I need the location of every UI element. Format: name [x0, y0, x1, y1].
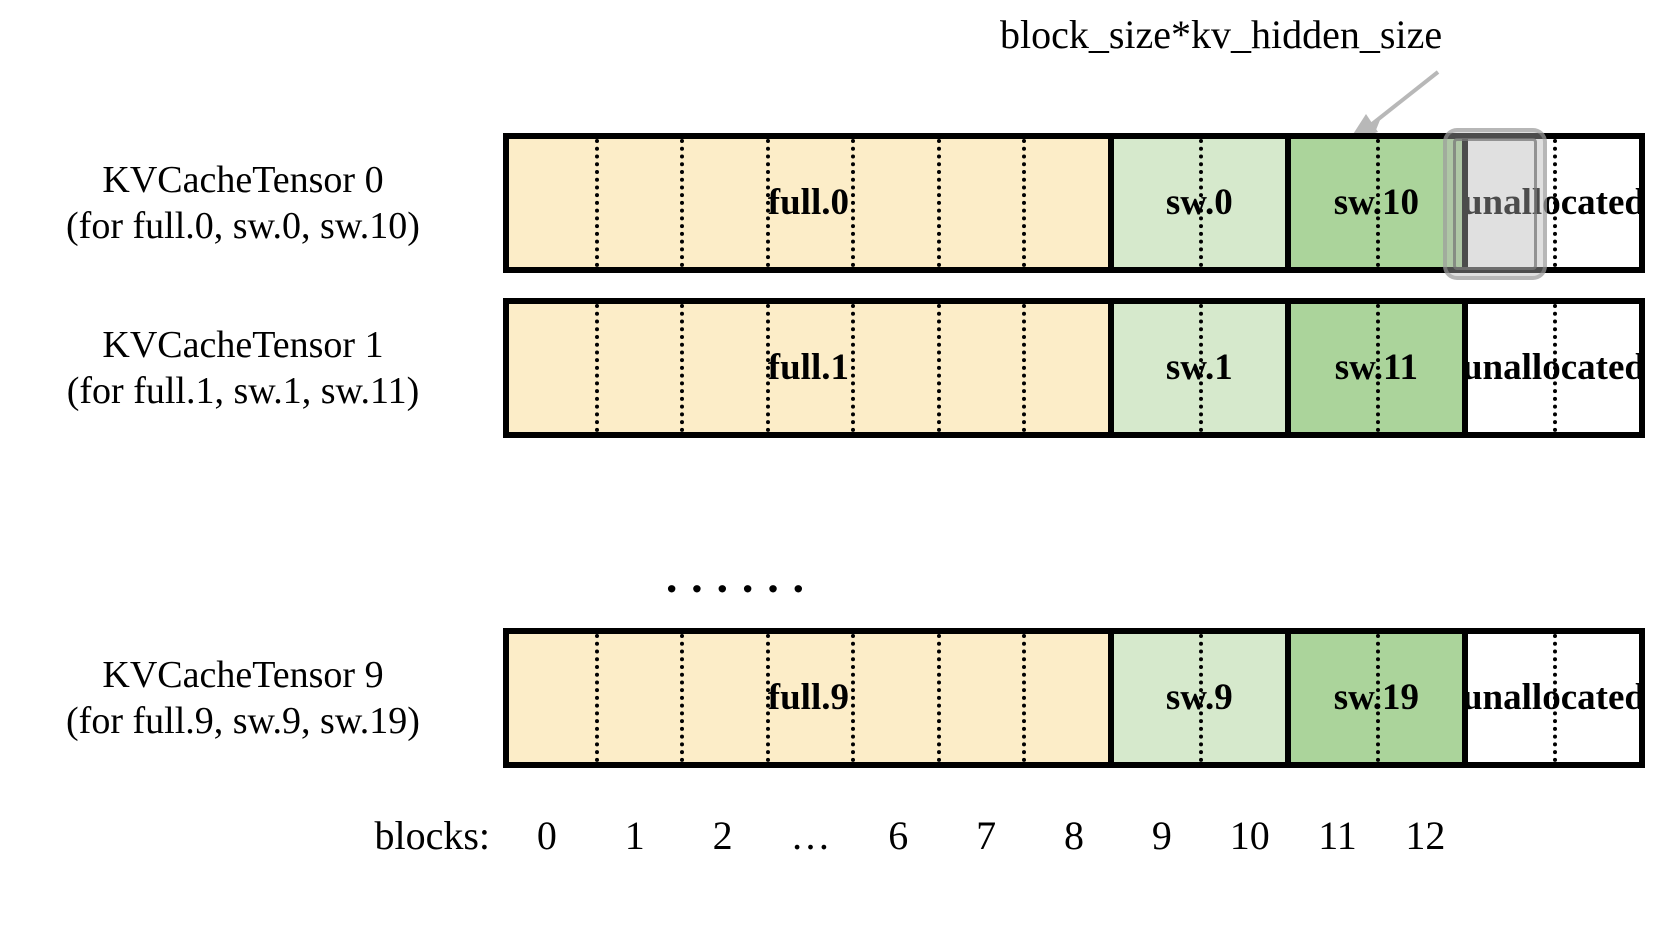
block-divider	[851, 304, 856, 432]
block-divider	[594, 304, 599, 432]
block-divider	[680, 139, 685, 267]
tensor-segment-label: sw.11	[1334, 347, 1419, 389]
tensor-segment[interactable]: full.0	[509, 139, 1108, 267]
tensor-row-title: KVCacheTensor 0	[102, 158, 384, 201]
blocks-axis-tick: 2	[712, 813, 733, 858]
block-divider	[1376, 304, 1381, 432]
kv-cache-tensor-bar: full.1 sw.1 sw.11 unallocated	[503, 298, 1645, 438]
tensor-segment-label: unallocated	[1461, 677, 1639, 719]
tensor-row-label: KVCacheTensor 0(for full.0, sw.0, sw.10)	[0, 133, 486, 273]
block-divider	[680, 304, 685, 432]
blocks-axis-tick: 11	[1318, 813, 1357, 858]
tensor-segment-label: sw.19	[1333, 677, 1420, 719]
block-divider	[1376, 139, 1381, 267]
blocks-axis-title: blocks:	[374, 813, 490, 858]
block-divider	[1199, 304, 1204, 432]
tensor-segment[interactable]: sw.11	[1284, 304, 1462, 432]
block-divider	[1022, 139, 1027, 267]
rows-ellipsis: ······	[663, 563, 817, 614]
blocks-axis-tick: 6	[888, 813, 909, 858]
tensor-segment-label: unallocated	[1461, 347, 1639, 389]
block-divider	[1553, 634, 1558, 762]
tensor-segment[interactable]: unallocated	[1461, 304, 1639, 432]
tensor-row: KVCacheTensor 9(for full.9, sw.9, sw.19)…	[0, 628, 1676, 768]
block-divider	[1199, 139, 1204, 267]
tensor-segment[interactable]: sw.1	[1107, 304, 1285, 432]
block-divider	[1199, 634, 1204, 762]
blocks-axis-tick: 1	[624, 813, 645, 858]
tensor-row-label: KVCacheTensor 9(for full.9, sw.9, sw.19)	[0, 628, 486, 768]
tensor-segment[interactable]: sw.10	[1284, 139, 1462, 267]
tensor-segment[interactable]: full.1	[509, 304, 1108, 432]
blocks-axis-tick: 0	[536, 813, 557, 858]
blocks-axis-tick: …	[790, 813, 831, 858]
tensor-segment-label: full.1	[767, 347, 849, 389]
tensor-row-title: KVCacheTensor 9	[102, 653, 384, 696]
block-divider	[851, 634, 856, 762]
blocks-axis-tick: 10	[1229, 813, 1270, 858]
blocks-axis-tick: 12	[1405, 813, 1446, 858]
tensor-row-label: KVCacheTensor 1(for full.1, sw.1, sw.11)	[0, 298, 486, 438]
tensor-segment-label: full.9	[767, 677, 849, 719]
tensor-segment-label: sw.9	[1165, 677, 1233, 719]
block-divider	[1376, 634, 1381, 762]
tensor-row-title: KVCacheTensor 1	[102, 323, 384, 366]
block-divider	[936, 304, 941, 432]
tensor-row: KVCacheTensor 0(for full.0, sw.0, sw.10)…	[0, 133, 1676, 273]
tensor-row-subtitle: (for full.0, sw.0, sw.10)	[66, 205, 420, 247]
tensor-segment-label: sw.10	[1333, 182, 1420, 224]
annotation-label: block_size*kv_hidden_size	[1000, 12, 1443, 57]
block-divider	[1553, 139, 1558, 267]
block-divider	[851, 139, 856, 267]
kv-cache-tensor-bar: full.9 sw.9 sw.19 unallocated	[503, 628, 1645, 768]
tensor-segment-label: sw.0	[1165, 182, 1233, 224]
tensor-row: KVCacheTensor 1(for full.1, sw.1, sw.11)…	[0, 298, 1676, 438]
block-divider	[936, 139, 941, 267]
tensor-segment-label: sw.1	[1165, 347, 1233, 389]
block-divider	[765, 139, 770, 267]
block-divider	[594, 139, 599, 267]
tensor-row-subtitle: (for full.9, sw.9, sw.19)	[66, 700, 420, 742]
kv-cache-tensor-bar: full.0 sw.0 sw.10 unallocated	[503, 133, 1645, 273]
block-divider	[765, 634, 770, 762]
tensor-segment[interactable]: full.9	[509, 634, 1108, 762]
block-divider	[936, 634, 941, 762]
block-divider	[594, 634, 599, 762]
block-divider	[680, 634, 685, 762]
block-divider	[765, 304, 770, 432]
tensor-segment[interactable]: sw.19	[1284, 634, 1462, 762]
tensor-row-subtitle: (for full.1, sw.1, sw.11)	[66, 370, 420, 412]
tensor-segment[interactable]: sw.0	[1107, 139, 1285, 267]
tensor-segment[interactable]: unallocated	[1461, 139, 1639, 267]
block-divider	[1022, 634, 1027, 762]
tensor-segment[interactable]: unallocated	[1461, 634, 1639, 762]
blocks-axis-tick: 9	[1151, 813, 1172, 858]
blocks-axis-tick: 7	[976, 813, 997, 858]
block-divider	[1553, 304, 1558, 432]
tensor-segment-label: unallocated	[1461, 182, 1639, 224]
tensor-segment[interactable]: sw.9	[1107, 634, 1285, 762]
block-divider	[1022, 304, 1027, 432]
blocks-axis-tick: 8	[1064, 813, 1084, 858]
tensor-segment-label: full.0	[767, 182, 849, 224]
